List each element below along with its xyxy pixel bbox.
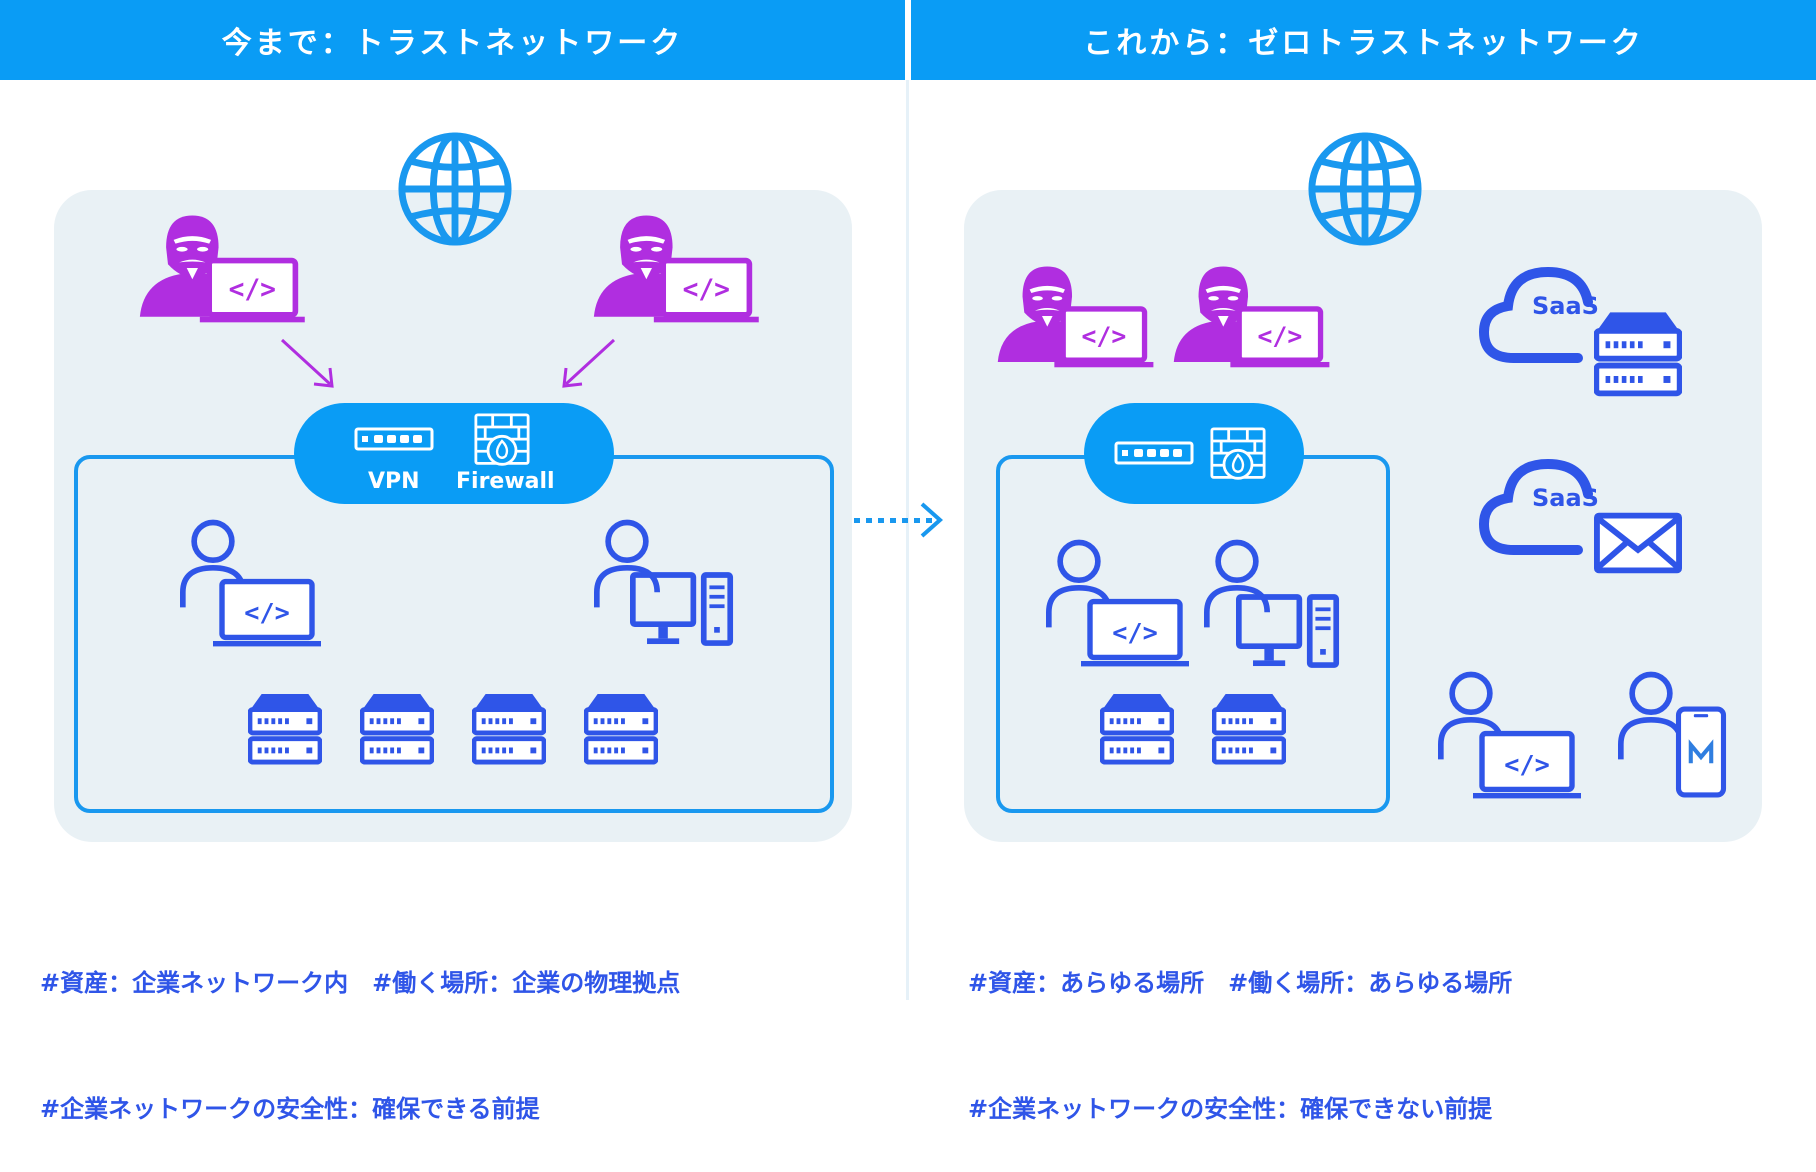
gateway-vpn-firewall: VPN Firewall [294, 403, 614, 504]
header-zero-trust-network: これから：ゼロトラストネットワーク [911, 0, 1816, 80]
attacker-icon [138, 208, 316, 328]
saas-label: SaaS [1532, 484, 1599, 512]
saas-label: SaaS [1532, 292, 1599, 320]
smartphone-icon [1674, 706, 1728, 798]
firewall-icon [474, 413, 530, 469]
note-line: #資産：企業ネットワーク内 #働く場所：企業の物理拠点 [40, 969, 681, 997]
transition-arrow-icon [854, 502, 944, 538]
attacker-icon [592, 208, 770, 328]
server-icon [472, 692, 546, 766]
desktop-pc-icon [1236, 594, 1340, 670]
globe-icon [396, 130, 514, 248]
attacker-icon [996, 258, 1164, 374]
globe-icon [1306, 130, 1424, 248]
notes-zero-trust: #資産：あらゆる場所 #働く場所：あらゆる場所 #企業ネットワークの安全性：確保… [968, 878, 1512, 1172]
header-trust-network: 今まで：トラストネットワーク [0, 0, 905, 80]
router-icon [354, 427, 434, 451]
desktop-pc-icon [630, 572, 734, 648]
attack-arrow-icon [280, 338, 334, 388]
attacker-icon [1172, 258, 1340, 374]
vpn-label: VPN [368, 469, 420, 494]
firewall-label: Firewall [456, 469, 555, 494]
attack-arrow-icon [562, 338, 616, 388]
laptop-icon [212, 578, 322, 650]
gateway-vpn-firewall [1084, 403, 1304, 504]
laptop-icon [1472, 730, 1582, 802]
server-icon [584, 692, 658, 766]
firewall-icon [1210, 427, 1266, 483]
column-divider [906, 80, 909, 1000]
router-icon [1114, 441, 1194, 465]
note-line: #企業ネットワークの安全性：確保できない前提 [968, 1095, 1493, 1123]
server-icon [1212, 692, 1286, 766]
laptop-icon [1080, 598, 1190, 670]
server-icon [1594, 310, 1682, 398]
note-line: #資産：あらゆる場所 #働く場所：あらゆる場所 [968, 969, 1513, 997]
server-icon [1100, 692, 1174, 766]
server-icon [360, 692, 434, 766]
mail-icon [1594, 512, 1682, 574]
note-line: #企業ネットワークの安全性：確保できる前提 [40, 1095, 540, 1123]
notes-trust-network: #資産：企業ネットワーク内 #働く場所：企業の物理拠点 #企業ネットワークの安全… [40, 878, 680, 1172]
server-icon [248, 692, 322, 766]
